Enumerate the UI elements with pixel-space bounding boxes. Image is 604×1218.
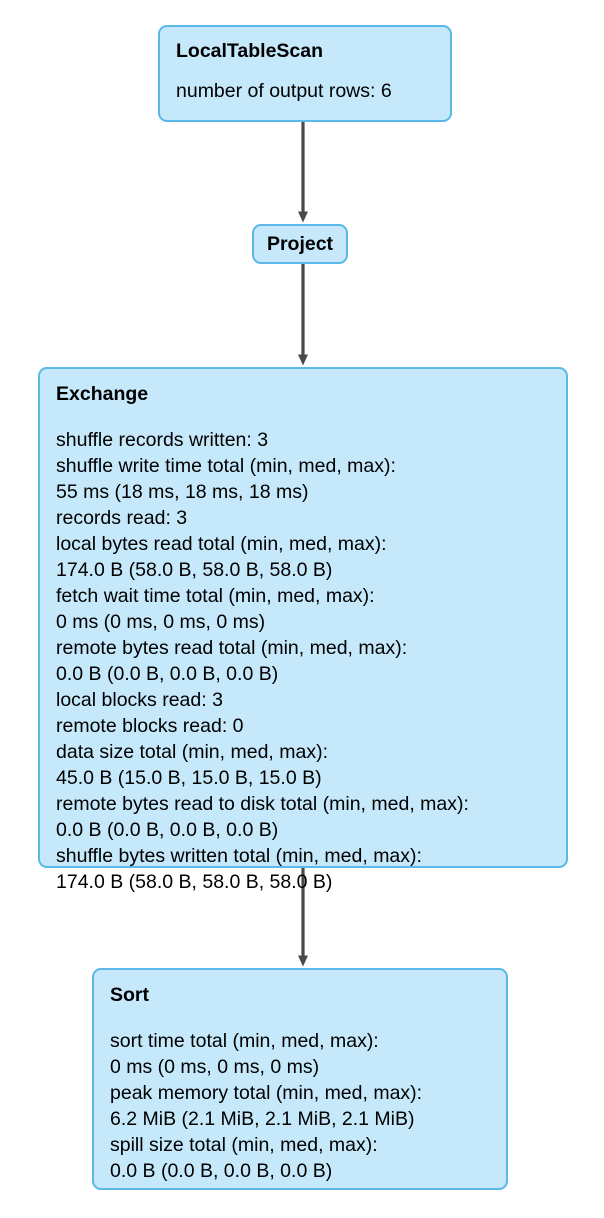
node-title-localtablescan: LocalTableScan	[176, 40, 324, 62]
node-metrics-sort: sort time total (min, med, max): 0 ms (0…	[110, 1030, 423, 1182]
plan-node-project[interactable]: Project	[252, 224, 348, 264]
plan-node-exchange[interactable]: Exchange shuffle records written: 3 shuf…	[38, 367, 568, 893]
node-title-sort: Sort	[110, 984, 149, 1006]
node-title-exchange: Exchange	[56, 383, 149, 405]
node-metrics-exchange: shuffle records written: 3 shuffle write…	[56, 429, 469, 893]
plan-node-sort[interactable]: Sort sort time total (min, med, max): 0 …	[92, 968, 508, 1190]
node-title-project: Project	[266, 233, 334, 255]
plan-node-localtablescan[interactable]: LocalTableScan number of output rows: 6	[158, 25, 452, 122]
node-metrics-localtablescan: number of output rows: 6	[176, 80, 392, 102]
